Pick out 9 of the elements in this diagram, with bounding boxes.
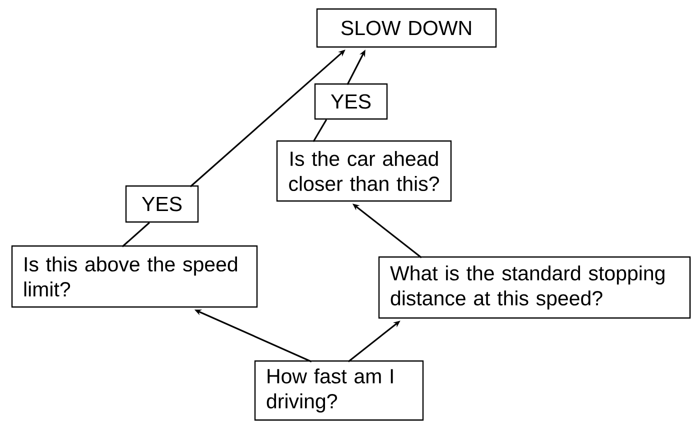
question-box: How fast am I driving? (254, 360, 424, 421)
connector-line (312, 119, 328, 142)
question-box: Is this above the speed limit? (11, 245, 258, 308)
question-box: What is the standard stopping distance at this speed? (378, 256, 691, 319)
answer-box: YES (125, 185, 199, 223)
action-box: SLOW DOWN (316, 8, 497, 48)
answer-box: YES (314, 83, 388, 120)
connector-line (122, 222, 150, 248)
question-box: Is the car ahead closer than this? (276, 140, 452, 202)
